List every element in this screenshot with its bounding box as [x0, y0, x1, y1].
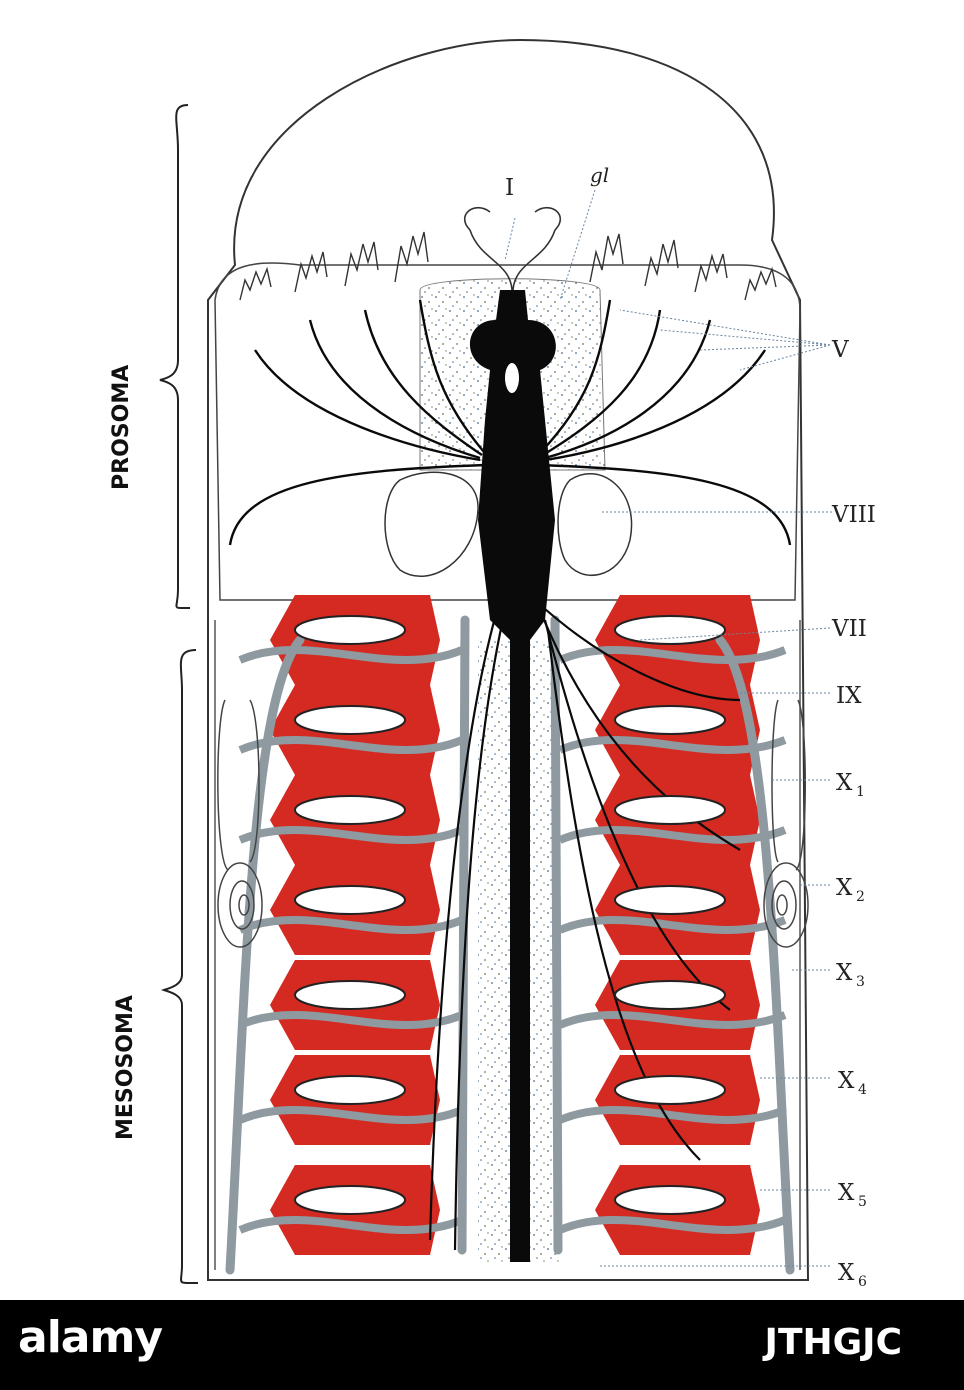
- branchial-ring: [295, 616, 405, 644]
- brand-logo: alamy: [18, 1312, 162, 1363]
- svg-text:X: X: [836, 770, 853, 796]
- mesosoma-label: MESOSOMA: [113, 995, 138, 1140]
- image-id: JTHGJC: [765, 1322, 902, 1363]
- cartilage-left: [385, 472, 478, 576]
- prosoma-brace: [160, 105, 190, 608]
- svg-text:2: 2: [856, 889, 865, 905]
- svg-text:4: 4: [858, 1082, 867, 1098]
- svg-text:X: X: [838, 1068, 855, 1094]
- svg-text:5: 5: [858, 1194, 867, 1210]
- branchial-ring: [295, 796, 405, 824]
- label-IX: IX: [836, 683, 862, 709]
- svg-text:X: X: [838, 1180, 855, 1206]
- branchial-ring: [615, 1076, 725, 1104]
- svg-text:X: X: [836, 875, 853, 901]
- branchial-ring: [295, 981, 405, 1009]
- branchial-ring: [295, 1186, 405, 1214]
- branchial-ring: [615, 706, 725, 734]
- label-VII: VII: [831, 616, 867, 642]
- svg-text:6: 6: [858, 1274, 867, 1290]
- label-VIII: VIII: [831, 502, 876, 528]
- branchial-ring: [295, 1076, 405, 1104]
- branchial-ring: [615, 886, 725, 914]
- oesophageal-opening: [504, 362, 520, 394]
- branchial-ring: [615, 616, 725, 644]
- mesosoma-brace: [164, 650, 198, 1283]
- watermark-footer: alamy JTHGJC: [0, 1300, 964, 1390]
- branchial-ring: [295, 706, 405, 734]
- svg-text:3: 3: [856, 974, 865, 990]
- branchial-ring: [295, 886, 405, 914]
- branchial-ring: [615, 796, 725, 824]
- label-I: I: [505, 175, 514, 201]
- anatomical-diagram: PROSOMA MESOSOMA: [0, 0, 964, 1300]
- svg-text:X: X: [836, 960, 853, 986]
- svg-text:X: X: [838, 1260, 855, 1286]
- branchial-ring: [615, 981, 725, 1009]
- cartilage-right: [558, 474, 632, 576]
- prosoma-label: PROSOMA: [109, 365, 134, 490]
- label-V: V: [831, 337, 849, 363]
- branchial-ring: [615, 1186, 725, 1214]
- label-gl: gl: [590, 163, 609, 187]
- svg-text:1: 1: [856, 784, 865, 800]
- organ-I: [465, 208, 561, 290]
